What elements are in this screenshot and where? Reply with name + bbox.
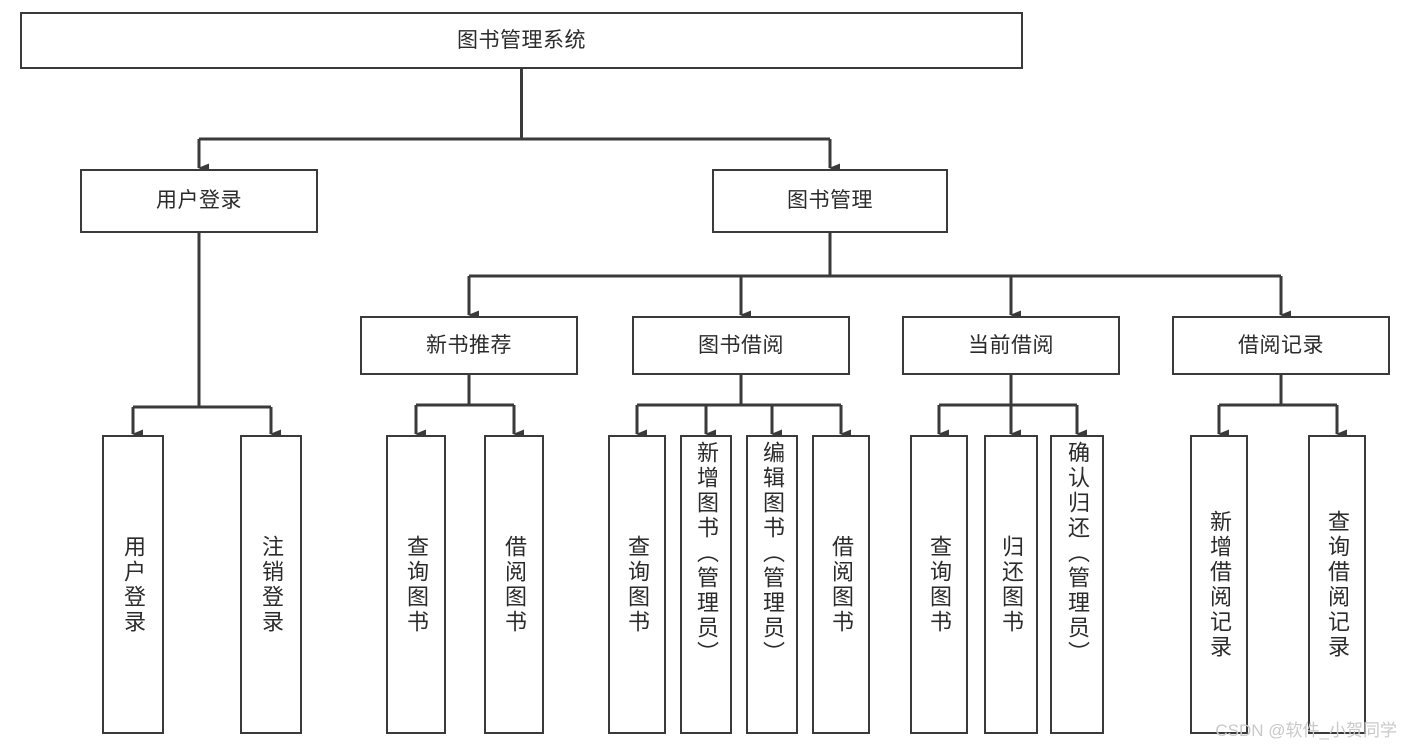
node-new-book-recommend[interactable]: 新书推荐	[360, 316, 578, 375]
node-leaf-query-book-borrow[interactable]: 查询图书	[608, 435, 666, 734]
node-label-book-management: 图书管理	[787, 189, 873, 213]
node-label-leaf-confirm-return-admin: 确认归还（管理员）	[1065, 441, 1090, 666]
node-label-leaf-add-borrow-record: 新增借阅记录	[1207, 509, 1232, 660]
node-leaf-query-book-current[interactable]: 查询图书	[910, 435, 968, 734]
node-label-new-book-recommend: 新书推荐	[426, 333, 512, 357]
node-leaf-edit-book-admin[interactable]: 编辑图书（管理员）	[746, 435, 798, 734]
node-label-leaf-query-borrow-record: 查询借阅记录	[1325, 509, 1350, 660]
node-current-borrow[interactable]: 当前借阅	[902, 316, 1120, 375]
node-label-leaf-add-book-admin: 新增图书（管理员）	[694, 441, 719, 666]
node-label-leaf-return-book: 归还图书	[999, 534, 1024, 635]
node-leaf-user-login[interactable]: 用户登录	[102, 435, 164, 734]
node-label-leaf-query-book-rec: 查询图书	[404, 534, 429, 635]
node-leaf-confirm-return-admin[interactable]: 确认归还（管理员）	[1050, 435, 1104, 734]
node-label-root: 图书管理系统	[457, 28, 586, 52]
node-label-leaf-logout-login: 注销登录	[259, 534, 284, 635]
node-label-leaf-borrow-book-rec: 借阅图书	[502, 534, 527, 635]
node-label-user-login: 用户登录	[156, 189, 242, 213]
node-leaf-add-book-admin[interactable]: 新增图书（管理员）	[680, 435, 732, 734]
node-borrow-record[interactable]: 借阅记录	[1172, 316, 1390, 375]
node-label-leaf-query-book-borrow: 查询图书	[625, 534, 650, 635]
node-leaf-query-book-rec[interactable]: 查询图书	[386, 435, 446, 734]
node-leaf-logout-login[interactable]: 注销登录	[240, 435, 302, 734]
node-leaf-borrow-book-rec[interactable]: 借阅图书	[484, 435, 544, 734]
node-label-current-borrow: 当前借阅	[968, 333, 1054, 357]
node-user-login[interactable]: 用户登录	[80, 169, 318, 233]
node-label-book-borrow: 图书借阅	[698, 333, 784, 357]
node-leaf-return-book[interactable]: 归还图书	[984, 435, 1038, 734]
node-root[interactable]: 图书管理系统	[20, 12, 1023, 69]
node-leaf-borrow-book[interactable]: 借阅图书	[812, 435, 870, 734]
node-leaf-query-borrow-record[interactable]: 查询借阅记录	[1308, 435, 1366, 734]
node-label-leaf-query-book-current: 查询图书	[927, 534, 952, 635]
node-leaf-add-borrow-record[interactable]: 新增借阅记录	[1190, 435, 1248, 734]
node-book-borrow[interactable]: 图书借阅	[632, 316, 850, 375]
node-label-leaf-borrow-book: 借阅图书	[829, 534, 854, 635]
node-label-borrow-record: 借阅记录	[1238, 333, 1324, 357]
node-book-management[interactable]: 图书管理	[712, 169, 948, 233]
node-label-leaf-edit-book-admin: 编辑图书（管理员）	[760, 441, 785, 666]
node-label-leaf-user-login: 用户登录	[121, 534, 146, 635]
